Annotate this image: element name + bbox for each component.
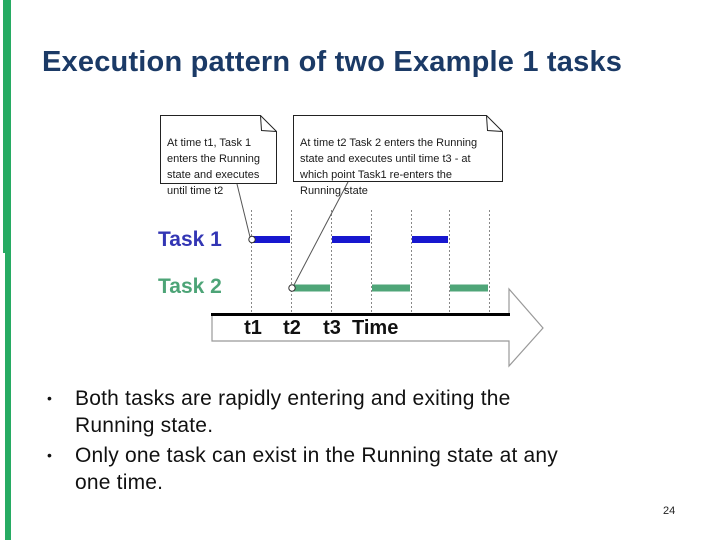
callout-leader-line [236, 183, 251, 238]
callout-note-1: At time t1, Task 1 enters the Running st… [160, 115, 277, 197]
time-axis-label: Time [352, 317, 399, 339]
bullet-marker: • [47, 447, 52, 463]
bullet-text: Only one task can exist in the Running s… [75, 444, 558, 494]
callout-note-text: At time t1, Task 1 enters the Running st… [167, 137, 260, 197]
folded-corner-icon [486, 115, 503, 132]
task-bar [292, 284, 330, 292]
entry-marker-circle [288, 284, 296, 292]
left-accent-bar-bottom [5, 247, 11, 540]
bullet-item: • Only one task can exist in the Running… [40, 442, 680, 496]
time-axis-arrow [211, 287, 544, 368]
task-bar [252, 236, 290, 243]
callout-note-2: At time t2 Task 2 enters the Running sta… [293, 115, 503, 197]
callout-leader-line [293, 181, 349, 286]
folded-corner-icon [260, 115, 277, 132]
page-number: 24 [663, 505, 676, 517]
task-1-label: Task 1 [158, 228, 222, 251]
bullet-text: Both tasks are rapidly entering and exit… [75, 387, 511, 437]
task-bar [332, 236, 370, 243]
bullet-marker: • [47, 390, 52, 406]
axis-tick-t1: t1 [244, 317, 262, 339]
task-bar [450, 284, 488, 292]
task-bar [372, 284, 410, 292]
bullet-list: • Both tasks are rapidly entering and ex… [40, 385, 680, 499]
axis-tick-t3: t3 [323, 317, 341, 339]
left-accent-bar-top [3, 0, 11, 253]
task-bar [412, 236, 448, 243]
axis-tick-t2: t2 [283, 317, 301, 339]
bullet-item: • Both tasks are rapidly entering and ex… [40, 385, 680, 439]
task-2-label: Task 2 [158, 275, 222, 298]
page-title: Execution pattern of two Example 1 tasks [42, 46, 623, 78]
entry-marker-circle [248, 235, 256, 244]
callout-note-text: At time t2 Task 2 enters the Running sta… [300, 137, 478, 197]
